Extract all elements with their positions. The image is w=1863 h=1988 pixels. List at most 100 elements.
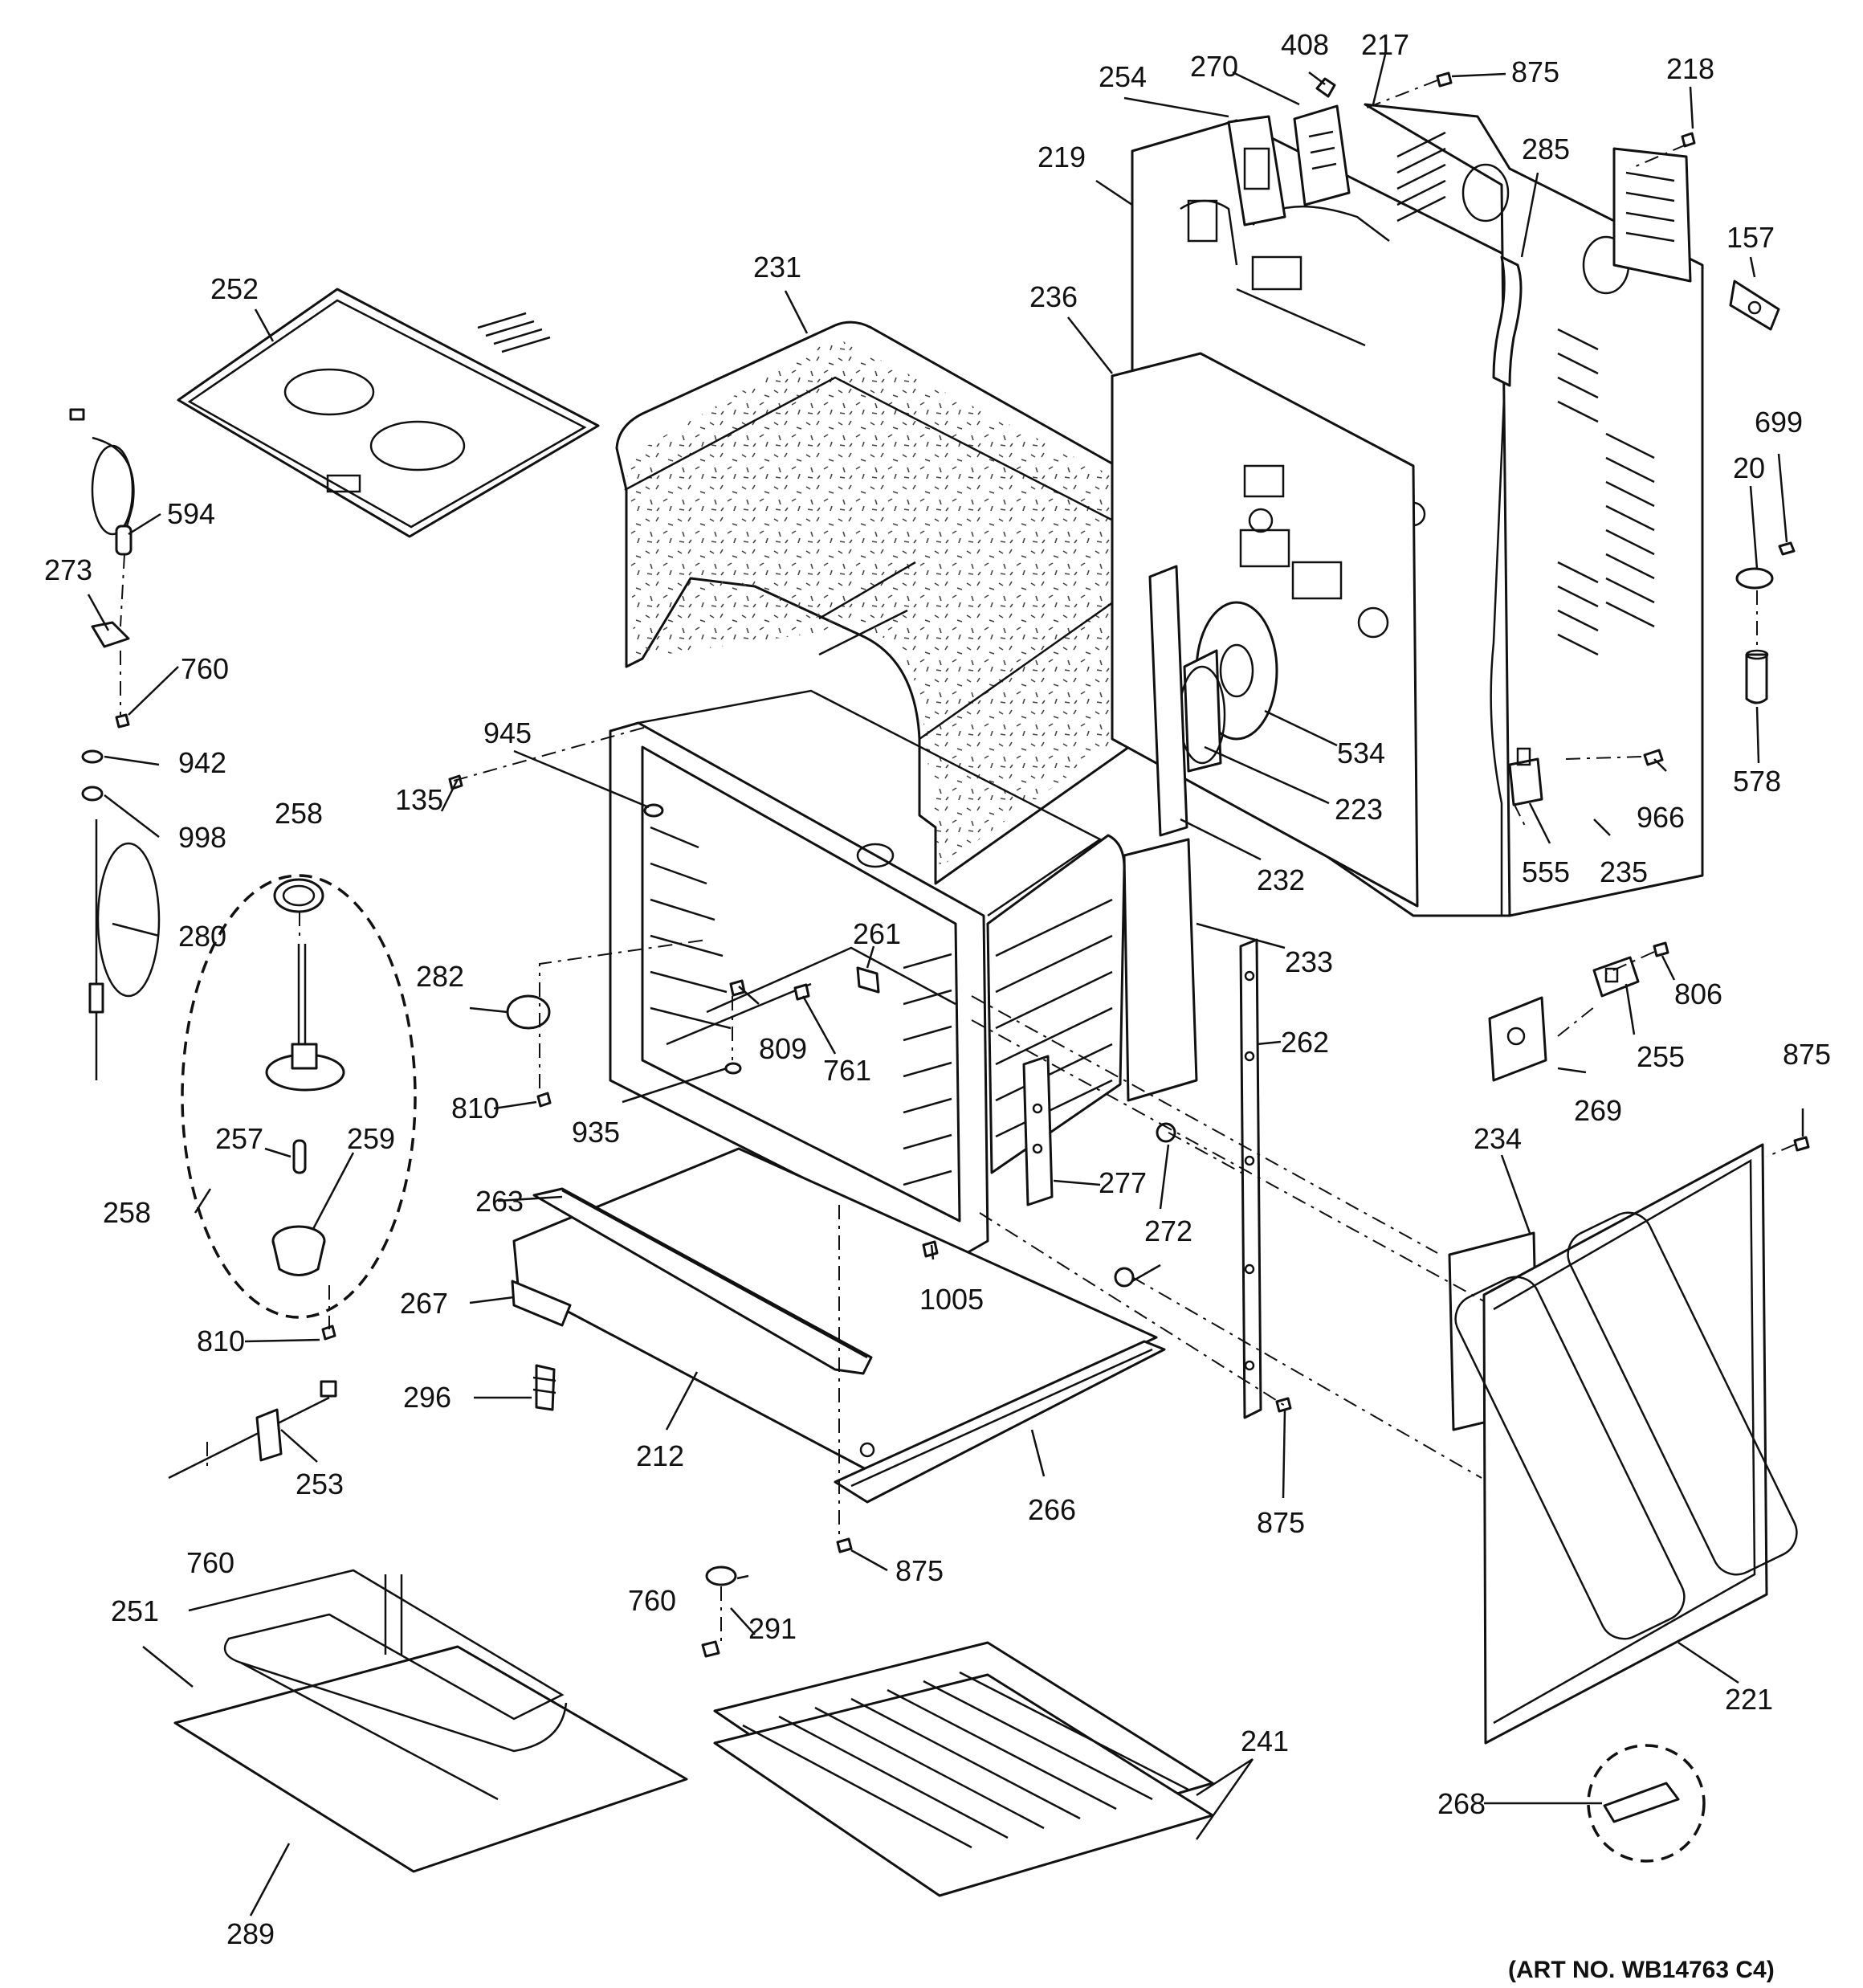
callout-labels: 252 231 594 273 760 942 998 258 280 135 … [44,28,1831,1950]
callout-578: 578 [1733,765,1781,798]
callout-555: 555 [1522,855,1570,888]
part-218-screw [1681,132,1696,148]
callout-291: 291 [748,1612,797,1645]
callout-241: 241 [1241,1725,1289,1757]
detail-258-light-assembly [181,874,417,1319]
part-760-screw-b [701,1640,720,1658]
callout-289: 289 [226,1917,275,1950]
callout-257: 257 [215,1122,263,1155]
part-231-oven-wrapper [615,320,1142,885]
part-255-terminal-block [1592,956,1640,998]
part-258-socket [265,944,345,1092]
callout-761: 761 [823,1054,871,1087]
callout-1005: 1005 [919,1283,984,1316]
part-998-nut [81,786,104,802]
callout-235: 235 [1600,855,1648,888]
callout-277: 277 [1099,1166,1147,1199]
callout-255: 255 [1637,1040,1685,1073]
callout-234: 234 [1474,1122,1522,1155]
callout-253: 253 [296,1468,344,1500]
part-263-front-bracket [532,1187,873,1375]
part-760-screw [115,713,130,729]
part-810-screw-a [536,1092,552,1108]
callout-231: 231 [753,251,801,284]
callout-285: 285 [1522,133,1570,165]
callout-219: 219 [1037,141,1086,173]
part-806-screw [1653,941,1669,957]
callout-268: 268 [1437,1787,1486,1820]
part-289-bottom-tray [173,1645,688,1873]
callout-254: 254 [1099,60,1147,93]
part-261-lamp [856,966,880,994]
part-20-clamp [1735,567,1774,590]
part-578-sleeve [1745,649,1769,704]
part-761-screw [793,983,810,1001]
callout-296: 296 [403,1381,451,1414]
alignment-lines [120,80,1796,1643]
part-262-trim-strip [1239,938,1262,1419]
callout-232: 232 [1257,863,1305,896]
part-875-screw-a [1436,71,1453,88]
art-number: (ART NO. WB14763 C4) [1508,1957,1775,1983]
callout-233: 233 [1285,945,1333,978]
part-212-bottom-panel [512,1147,1158,1472]
part-233-insulation [1123,838,1198,1102]
part-809-screw [729,979,746,997]
leader-lines [87,54,1804,1917]
callout-267: 267 [400,1287,448,1320]
part-218-louver-cover [1612,147,1692,283]
callout-760: 760 [186,1546,234,1579]
part-266-front-rail [834,1340,1166,1504]
callout-259: 259 [347,1122,395,1155]
part-223-fan-motor [1178,649,1226,773]
part-cavity-side-ribs [986,834,1126,1174]
part-251-bake-element [188,1569,568,1801]
part-594-probe-cable [91,436,135,556]
detail-268-latch [1587,1744,1706,1863]
callout-810: 810 [197,1325,245,1357]
callout-875: 875 [1511,55,1559,88]
part-1005-screw [922,1240,939,1258]
callout-935: 935 [572,1116,620,1149]
part-157-switch [1729,280,1780,331]
part-966-screw [1643,749,1664,766]
part-875-screw-c [836,1537,853,1553]
callout-20: 20 [1733,451,1765,484]
part-555-relay [1508,747,1543,806]
part-273-grommet [91,621,130,648]
part-268-latch [1603,1782,1680,1823]
callout-262: 262 [1281,1026,1329,1059]
part-875-screw-b [1793,1136,1810,1152]
callout-251: 251 [111,1594,159,1627]
callout-266: 266 [1028,1493,1076,1526]
part-259-lens [271,1225,326,1276]
part-232-insulation [1148,565,1188,837]
callout-157: 157 [1726,221,1775,254]
callout-875: 875 [895,1554,944,1587]
callout-809: 809 [759,1032,807,1065]
callout-945: 945 [483,716,532,749]
part-254-bracket [1227,115,1286,227]
callout-263: 263 [475,1185,524,1218]
callout-875: 875 [1783,1038,1831,1071]
part-945-washer [643,803,664,818]
part-241-oven-racks [713,1641,1214,1897]
callout-261: 261 [853,917,901,950]
part-594-tip [69,408,85,421]
part-221-outer-door-panel [1454,1143,1798,1745]
callout-875: 875 [1257,1506,1305,1539]
callout-408: 408 [1281,28,1329,61]
callout-236: 236 [1029,280,1078,313]
part-296-grommet [532,1364,556,1411]
callout-212: 212 [636,1439,684,1472]
callout-273: 273 [44,553,92,586]
part-253-element-lead [168,1380,337,1480]
callout-218: 218 [1666,52,1714,85]
part-285-vent-tube [1492,255,1523,387]
callout-135: 135 [395,783,443,816]
callout-942: 942 [178,746,226,779]
callout-270: 270 [1190,50,1238,83]
part-252-top-panel [177,288,600,538]
callout-806: 806 [1674,978,1722,1010]
